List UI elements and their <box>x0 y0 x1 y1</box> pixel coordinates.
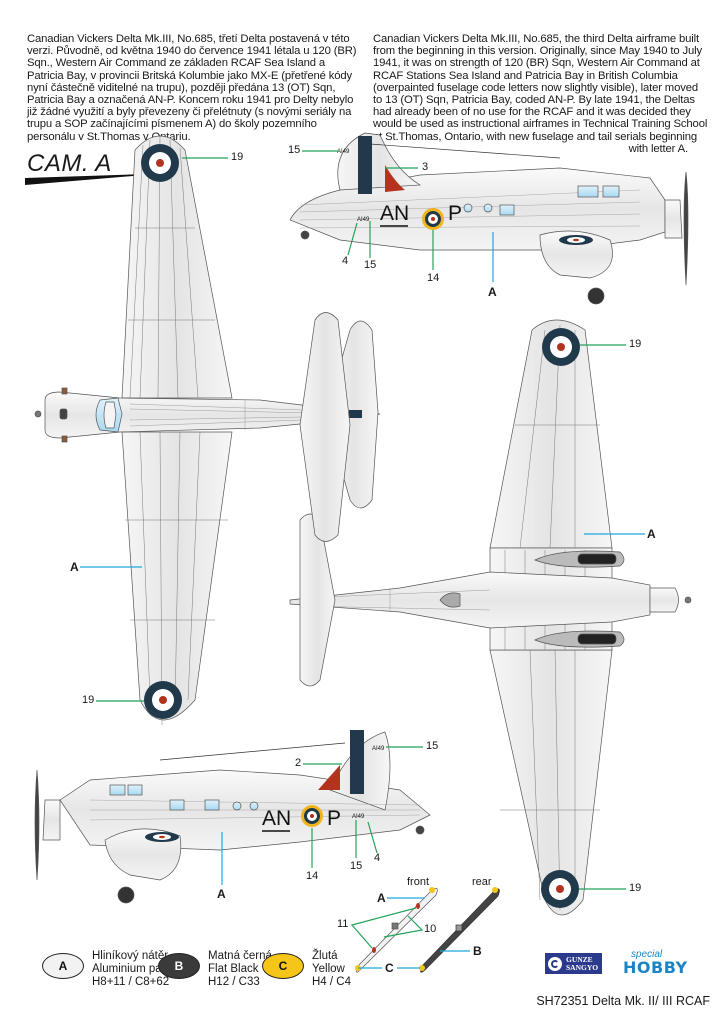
fuselage-code-AN: AN <box>380 202 409 225</box>
side-view-bottom: AN P AI49 AI49 <box>34 730 431 904</box>
legend-C-en: Yellow <box>312 963 345 975</box>
propeller-front <box>355 887 438 973</box>
callout-plan-right-19-bottom: 19 <box>629 882 642 894</box>
callout-side-top-4: 4 <box>342 255 349 267</box>
legend-A-en: Aluminium paint <box>92 963 174 975</box>
legend-item-B: B Matná černá Flat Black H12 / C33 <box>158 950 272 989</box>
callout-plan-left-19-top: 19 <box>231 151 244 163</box>
fuselage-code-P: P <box>448 202 462 225</box>
callout-side-top-A: A <box>488 285 497 299</box>
legend-B-en: Flat Black <box>208 963 259 975</box>
callout-side-top-14: 14 <box>427 272 440 284</box>
legend-B-ref: H12 / C33 <box>208 976 260 988</box>
callout-plan-right-A: A <box>647 527 656 541</box>
callout-side-bottom-15-tail: 15 <box>426 740 439 752</box>
title-underline <box>25 174 145 185</box>
callout-lines <box>80 150 645 969</box>
gunze-sangyo-logo: GUNZE SANGYO <box>545 953 602 974</box>
callout-side-top-15-tail: 15 <box>288 144 301 156</box>
product-code: SH72351 Delta Mk. II/ III RCAF <box>536 994 710 1008</box>
legend-A-ref: H8+11 / C8+62 <box>92 976 170 988</box>
svg-text:AI49: AI49 <box>352 814 365 820</box>
callout-prop-11: 11 <box>337 918 349 930</box>
side-view-top: AN P AI49 AI49 <box>289 132 689 305</box>
propeller-front-label: front <box>407 876 430 888</box>
callout-prop-C: C <box>385 961 394 975</box>
plan-view-left <box>34 134 381 726</box>
description-czech: Canadian Vickers Delta Mk.III, No.685, t… <box>27 33 357 143</box>
description-english-last: with letter A. <box>628 142 689 155</box>
paint-chip-B: B <box>158 953 200 979</box>
callout-side-top-3: 3 <box>422 161 429 173</box>
svg-text:AN: AN <box>262 807 291 830</box>
callout-side-bottom-A: A <box>217 887 226 901</box>
callout-prop-10: 10 <box>424 923 437 935</box>
callout-side-bottom-4: 4 <box>374 852 381 864</box>
callout-plan-left-A: A <box>70 560 79 574</box>
propeller-rear-label: rear <box>472 876 492 888</box>
legend-B-cz: Matná černá <box>208 950 272 962</box>
callout-prop-B: B <box>473 944 482 958</box>
callout-plan-left-19-bottom: 19 <box>82 694 95 706</box>
plan-view-right <box>289 312 692 916</box>
callout-side-bottom-14: 14 <box>306 870 319 882</box>
legend-C-ref: H4 / C4 <box>312 976 351 988</box>
callout-side-bottom-15-rear: 15 <box>350 860 363 872</box>
scheme-title: CAM. A <box>27 150 112 177</box>
legend-C-cz: Žlutá <box>312 950 338 962</box>
svg-text:AI49: AI49 <box>357 217 370 223</box>
special-hobby-logo: special HOBBY <box>623 949 688 977</box>
description-english-main: Canadian Vickers Delta Mk.III, No.685, t… <box>373 33 708 143</box>
callout-side-top-15-rear: 15 <box>364 259 377 271</box>
legend-item-C: C Žlutá Yellow H4 / C4 <box>262 950 351 989</box>
callout-plan-right-19-top: 19 <box>629 338 642 350</box>
callout-side-bottom-2: 2 <box>295 757 302 769</box>
callout-prop-A: A <box>377 891 386 905</box>
legend-item-A: A Hliníkový nátěr Aluminium paint H8+11 … <box>42 950 174 989</box>
legend-A-cz: Hliníkový nátěr <box>92 950 169 962</box>
svg-text:AI49: AI49 <box>372 746 385 752</box>
description-english: Canadian Vickers Delta Mk.III, No.685, t… <box>373 33 708 155</box>
svg-text:AI49: AI49 <box>337 149 350 155</box>
paint-chip-C: C <box>262 953 304 979</box>
paint-chip-A: A <box>42 953 84 979</box>
gunze-mark-icon <box>548 956 562 971</box>
svg-text:P: P <box>327 807 341 830</box>
